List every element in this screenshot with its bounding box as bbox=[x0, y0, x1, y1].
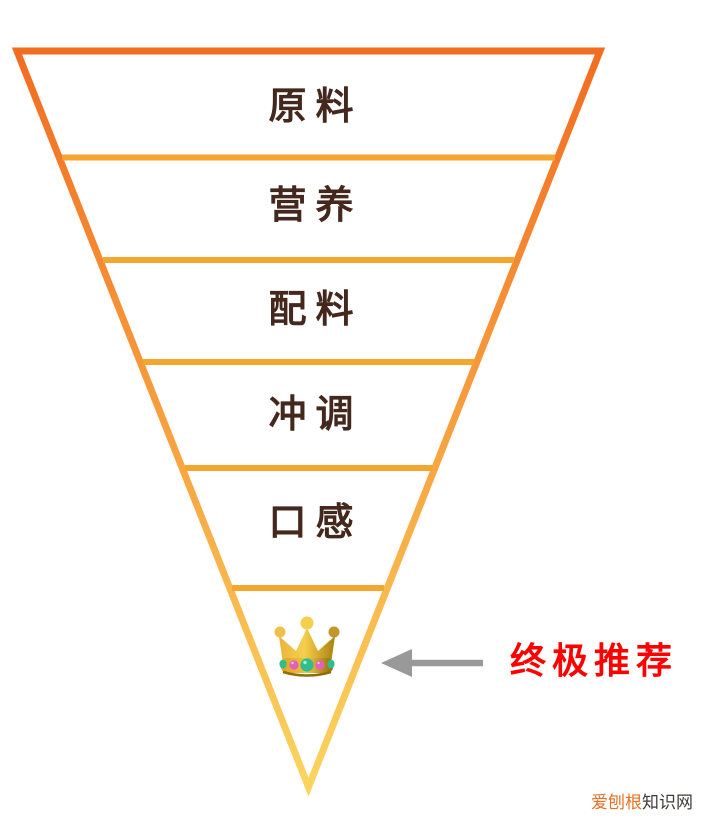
divider-lines bbox=[62, 154, 555, 591]
pyramid-outline bbox=[11, 47, 606, 797]
level-label-ingredients: 配料 bbox=[268, 289, 363, 331]
watermark-suffix: 知识网 bbox=[642, 792, 693, 812]
level-label-taste: 口感 bbox=[268, 502, 363, 544]
watermark-brand: 爱刨根 bbox=[591, 792, 642, 812]
level-label-nutrition: 营养 bbox=[268, 185, 363, 227]
arrow-icon bbox=[381, 649, 483, 677]
annotation-text: 终极推荐 bbox=[510, 640, 679, 681]
watermark: 爱刨根知识网 bbox=[591, 793, 693, 813]
level-label-mixing: 冲调 bbox=[268, 394, 363, 436]
crown-icon bbox=[270, 615, 344, 681]
level-label-raw-material: 原料 bbox=[268, 86, 363, 128]
